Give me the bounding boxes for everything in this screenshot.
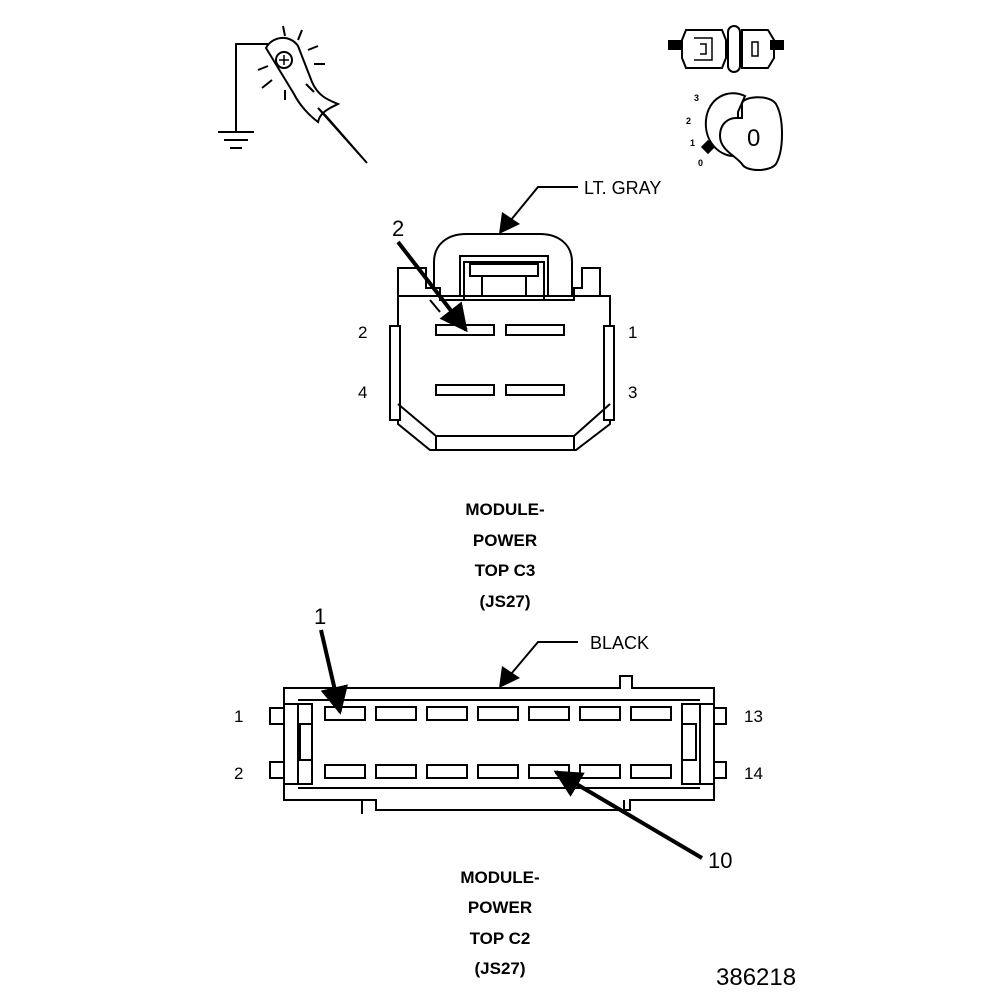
ignition-position-label: 2 xyxy=(686,116,691,126)
c3-caption: MODULE- POWER TOP C3 (JS27) xyxy=(465,500,544,611)
c2-cavity xyxy=(324,764,366,779)
c2-pin-label: 14 xyxy=(744,764,763,783)
disconnect-connector-icon xyxy=(668,25,784,73)
c3-callout-number: 2 xyxy=(392,216,404,241)
c2-cavity xyxy=(477,706,519,721)
ignition-position-label: 1 xyxy=(690,138,695,148)
c2-cavity xyxy=(630,706,672,721)
c2-cavity xyxy=(426,764,468,779)
c2-caption-line: POWER xyxy=(468,898,532,917)
connector-c3: LT. GRAY 2 1 4 3 2 xyxy=(358,178,661,451)
c2-caption-line: TOP C2 xyxy=(470,929,531,948)
c2-caption-line: (JS27) xyxy=(474,959,525,978)
c3-wire-color-label: LT. GRAY xyxy=(584,178,661,198)
c3-pin-label: 4 xyxy=(358,383,367,402)
c3-cavity-3 xyxy=(505,384,565,396)
c3-caption-line: MODULE- xyxy=(465,500,544,519)
c2-cavity xyxy=(375,764,417,779)
c3-cavity-1 xyxy=(505,324,565,336)
c2-cavity xyxy=(579,706,621,721)
c3-cavity-4 xyxy=(435,384,495,396)
figure-id: 386218 xyxy=(716,964,796,991)
ignition-key-off-icon: 3 2 1 0 0 xyxy=(686,92,783,171)
c2-cavity xyxy=(630,764,672,779)
connector-c2: BLACK 1 2 xyxy=(234,604,763,873)
c3-caption-line: TOP C3 xyxy=(475,561,536,580)
c2-callout-number: 10 xyxy=(708,848,732,873)
c3-pin-label: 3 xyxy=(628,383,637,402)
c2-cavity xyxy=(324,706,366,721)
c2-cavity xyxy=(375,706,417,721)
c2-caption: MODULE- POWER TOP C2 (JS27) xyxy=(460,868,539,978)
c3-caption-line: POWER xyxy=(473,531,537,550)
c2-cavity xyxy=(426,706,468,721)
c2-cavity xyxy=(528,706,570,721)
test-probe-ground-icon xyxy=(218,25,368,164)
c2-pin-label: 2 xyxy=(234,764,243,783)
c2-wire-color-label: BLACK xyxy=(590,633,649,653)
c2-cavity xyxy=(477,764,519,779)
c2-pin-label: 13 xyxy=(744,707,763,726)
c3-pin-label: 2 xyxy=(358,323,367,342)
c2-cavity xyxy=(579,764,621,779)
c3-pin-label: 1 xyxy=(628,323,637,342)
ignition-position-label: 0 xyxy=(698,158,703,168)
c2-caption-line: MODULE- xyxy=(460,868,539,887)
c2-callout-number: 1 xyxy=(314,604,326,629)
c3-caption-line: (JS27) xyxy=(479,592,530,611)
ignition-key-label: 0 xyxy=(747,125,760,152)
ignition-position-label: 3 xyxy=(694,93,699,103)
c2-pin-label: 1 xyxy=(234,707,243,726)
